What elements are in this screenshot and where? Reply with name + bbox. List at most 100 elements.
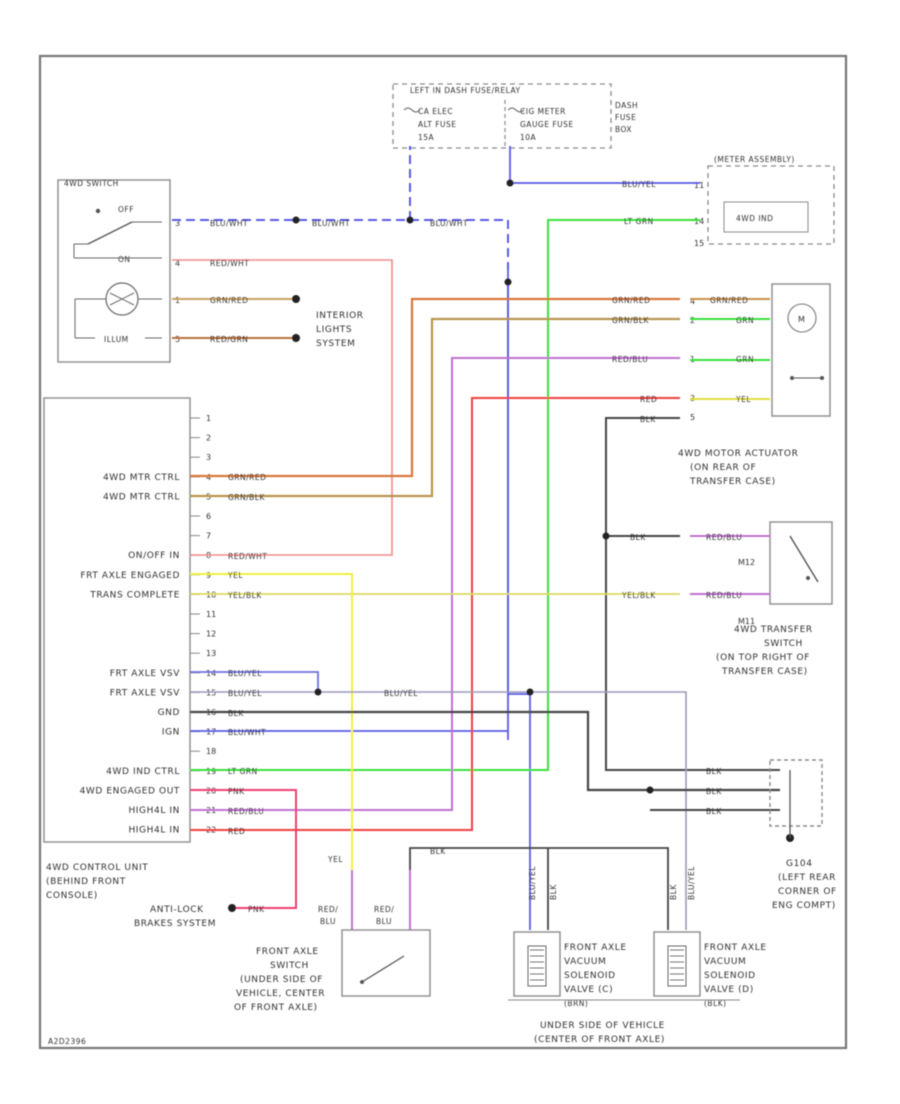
control-unit-label1: 4WD CONTROL UNIT (46, 863, 148, 873)
cu-pin-6: 6 (206, 512, 211, 521)
wires (172, 146, 794, 930)
svg-text:BLU/YEL: BLU/YEL (384, 689, 418, 698)
cu-pin-4: 4 (206, 473, 211, 482)
svg-text:BLU/WHT: BLU/WHT (430, 219, 468, 228)
svg-text:BLU: BLU (376, 917, 392, 926)
svg-text:VALVE (D): VALVE (D) (704, 985, 754, 995)
svg-text:GRN/RED: GRN/RED (710, 296, 748, 305)
diagram-border (38, 54, 848, 1050)
svg-text:YEL: YEL (227, 571, 243, 580)
ground-g104: G104 (LEFT REAR CORNER OF ENG COMPT) (769, 759, 837, 911)
svg-text:BLU/WHT: BLU/WHT (312, 219, 350, 228)
cu-pin-13: 13 (206, 649, 216, 658)
svg-text:(BLK): (BLK) (704, 999, 727, 1008)
cu-pin-18: 18 (206, 747, 216, 756)
transfer-switch: M12 M11 4WD TRANSFER SWITCH (ON TOP RIGH… (716, 521, 833, 677)
svg-text:BLK: BLK (669, 884, 678, 900)
awd-switch-on: ON (118, 255, 131, 264)
svg-text:UNDER SIDE OF VEHICLE: UNDER SIDE OF VEHICLE (540, 1021, 665, 1031)
svg-text:M11: M11 (738, 617, 755, 626)
svg-text:OF FRONT AXLE): OF FRONT AXLE) (234, 1003, 318, 1013)
awd-switch-pin-5: 5 (175, 335, 180, 344)
svg-text:YEL: YEL (327, 855, 343, 864)
cu-pin-label: HIGH4L IN (128, 806, 180, 816)
vsv-d: FRONT AXLE VACUUM SOLENOID VALVE (D) (BL… (653, 931, 767, 1008)
fuse-a-line1: CA ELEC (418, 107, 453, 116)
wire-labels: BLU/WHT BLU/WHT BLU/WHT RED/WHT GRN/RED … (210, 180, 754, 914)
svg-text:RED: RED (640, 395, 657, 404)
svg-text:BLK: BLK (430, 847, 446, 856)
svg-text:BLK: BLK (706, 767, 722, 776)
svg-text:YEL: YEL (735, 395, 751, 404)
svg-text:BLU/WHT: BLU/WHT (228, 728, 266, 737)
fuse-box-label1: DASH (615, 101, 638, 110)
svg-text:BLU/WHT: BLU/WHT (210, 219, 248, 228)
cu-pin-label: GND (158, 708, 180, 718)
vsv-c: FRONT AXLE VACUUM SOLENOID VALVE (C) (BR… (513, 931, 627, 1008)
svg-text:BLK: BLK (706, 787, 722, 796)
cu-pin-label: 4WD MTR CTRL (103, 492, 180, 502)
svg-text:15: 15 (694, 239, 704, 248)
fuse-b-line2: GAUGE FUSE (520, 120, 574, 129)
svg-text:RED/GRN: RED/GRN (210, 335, 248, 344)
svg-text:2: 2 (690, 316, 695, 325)
svg-text:ENG COMPT): ENG COMPT) (772, 901, 836, 911)
underside-label: UNDER SIDE OF VEHICLE (CENTER OF FRONT A… (534, 1021, 665, 1045)
svg-text:BLU/YEL: BLU/YEL (528, 866, 537, 900)
svg-text:BLK: BLK (706, 807, 722, 816)
svg-text:SOLENOID: SOLENOID (564, 971, 616, 981)
fuse-a-line3: 15A (418, 133, 435, 142)
control-unit-label3: CONSOLE) (46, 891, 98, 901)
svg-text:VACUUM: VACUUM (704, 957, 746, 967)
svg-text:BRAKES SYSTEM: BRAKES SYSTEM (134, 919, 216, 929)
cu-pin-3: 3 (206, 453, 211, 462)
svg-text:11: 11 (694, 181, 704, 190)
svg-text:RED/: RED/ (374, 905, 394, 914)
awd-switch-pin-4: 4 (175, 259, 180, 268)
svg-text:RED/BLU: RED/BLU (612, 355, 648, 364)
cu-pin-7: 7 (206, 532, 211, 541)
meter-assembly-title: (METER ASSEMBLY) (714, 155, 795, 164)
svg-text:FRONT AXLE: FRONT AXLE (256, 947, 319, 957)
svg-text:RED/BLU: RED/BLU (228, 807, 264, 816)
fuse-box-label3: BOX (615, 125, 632, 134)
svg-text:RED: RED (228, 827, 245, 836)
cu-pin-label: FRT AXLE VSV (110, 669, 180, 679)
awd-switch: 4WD SWITCH OFF ON ILLUM 3 4 1 5 (57, 179, 180, 363)
svg-text:LT GRN: LT GRN (624, 217, 654, 226)
svg-text:GRN/RED: GRN/RED (228, 473, 266, 482)
fuse-b-line1: CIG METER (520, 107, 566, 116)
svg-text:LIGHTS: LIGHTS (316, 325, 352, 335)
cu-pin-12: 12 (206, 630, 216, 639)
svg-text:FRONT AXLE: FRONT AXLE (564, 943, 627, 953)
cu-pin-14: 14 (206, 669, 216, 678)
cu-pin-label: 4WD MTR CTRL (103, 473, 180, 483)
svg-text:SYSTEM: SYSTEM (316, 339, 355, 349)
svg-text:BLU: BLU (320, 917, 336, 926)
fuse-box-title: LEFT IN DASH FUSE/RELAY (410, 86, 521, 95)
svg-text:VEHICLE, CENTER: VEHICLE, CENTER (236, 989, 325, 999)
cu-pin-label: IGN (162, 728, 180, 738)
svg-text:RED/WHT: RED/WHT (210, 259, 249, 268)
svg-text:M: M (798, 315, 805, 324)
meter-assembly: (METER ASSEMBLY) 4WD IND 11 14 15 (694, 155, 835, 248)
svg-text:SOLENOID: SOLENOID (704, 971, 756, 981)
cu-pin-label: ON/OFF IN (128, 551, 180, 561)
cu-pin-label: TRANS COMPLETE (89, 590, 180, 600)
svg-text:BLK: BLK (640, 415, 656, 424)
svg-text:BLU/YEL: BLU/YEL (687, 866, 696, 900)
meter-indicator: 4WD IND (736, 214, 773, 223)
svg-text:5: 5 (690, 413, 695, 422)
awd-switch-title: 4WD SWITCH (64, 179, 119, 188)
svg-text:FRONT AXLE: FRONT AXLE (704, 943, 767, 953)
svg-text:CORNER OF: CORNER OF (778, 887, 837, 897)
svg-text:RED/WHT: RED/WHT (228, 552, 267, 561)
cu-pin-label: FRT AXLE ENGAGED (80, 571, 180, 581)
svg-text:LT GRN: LT GRN (228, 767, 258, 776)
svg-text:BLK: BLK (549, 884, 558, 900)
cu-pin-2: 2 (206, 434, 211, 443)
awd-switch-pin-1: 1 (175, 296, 180, 305)
svg-text:GRN/RED: GRN/RED (612, 296, 650, 305)
svg-text:PNK: PNK (228, 787, 245, 796)
